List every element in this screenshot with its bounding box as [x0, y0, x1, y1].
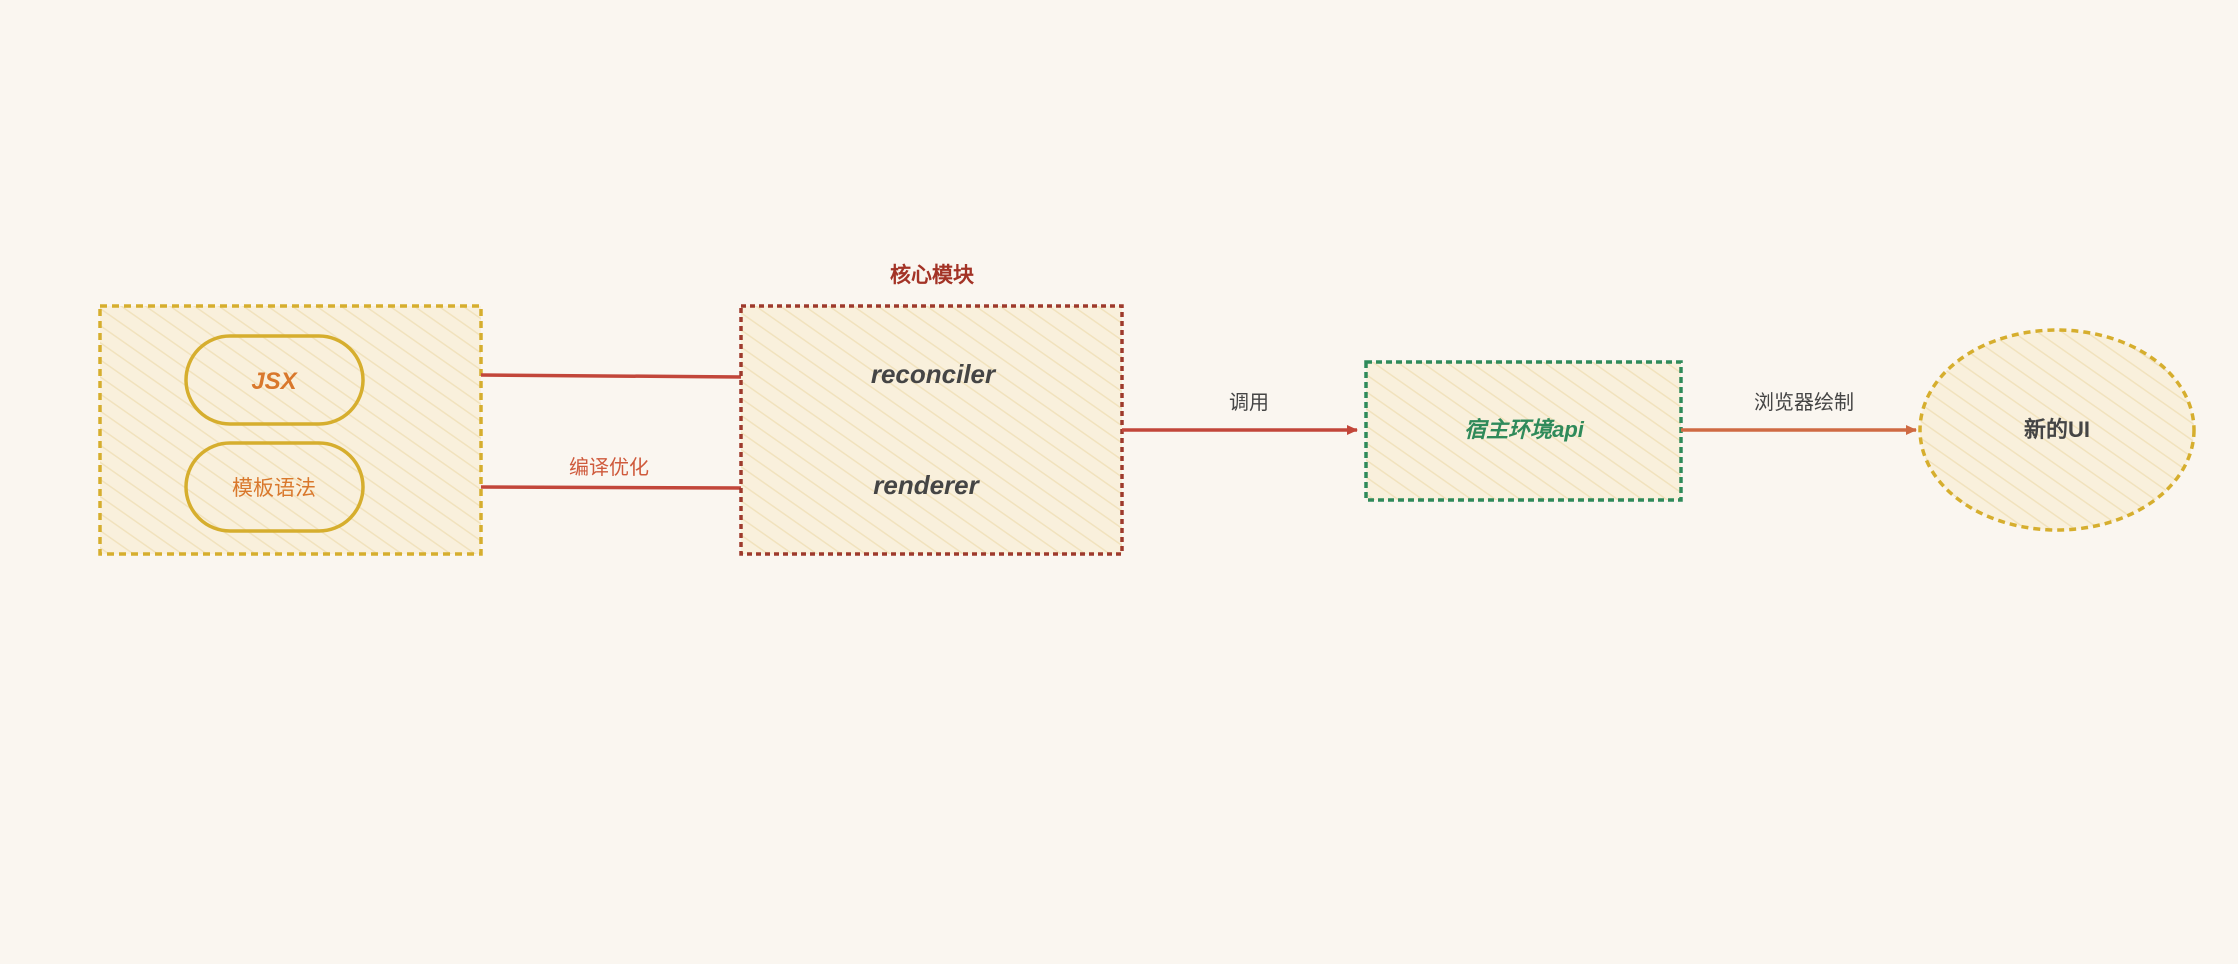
browser-paint-label: 浏览器绘制: [1754, 391, 1854, 414]
jsx-to-core-edge: [480, 373, 742, 379]
new-ui-node: 新的UI: [1918, 328, 2196, 532]
core-module-box: [739, 304, 1124, 556]
template-syntax-pill: [184, 441, 365, 533]
host-api-box: [1364, 360, 1683, 502]
core-module: 核心模块 reconciler renderer: [739, 263, 1124, 556]
core-module-title: 核心模块: [890, 263, 975, 287]
source-group: JSX 模板语法: [98, 304, 483, 556]
host-api-node: 宿主环境api: [1364, 360, 1683, 502]
renderer-label: renderer: [873, 470, 980, 500]
compile-optimization-label: 编译优化: [569, 456, 649, 479]
jsx-pill: [184, 334, 365, 426]
new-ui-label: 新的UI: [2024, 417, 2090, 442]
call-label: 调用: [1229, 391, 1269, 414]
host-api-label: 宿主环境api: [1464, 417, 1585, 442]
template-syntax-label: 模板语法: [232, 477, 316, 500]
new-ui-ellipse: [1918, 328, 2196, 532]
template-to-core-edge: [480, 485, 742, 490]
reconciler-label: reconciler: [871, 359, 997, 389]
jsx-label: JSX: [251, 368, 298, 395]
